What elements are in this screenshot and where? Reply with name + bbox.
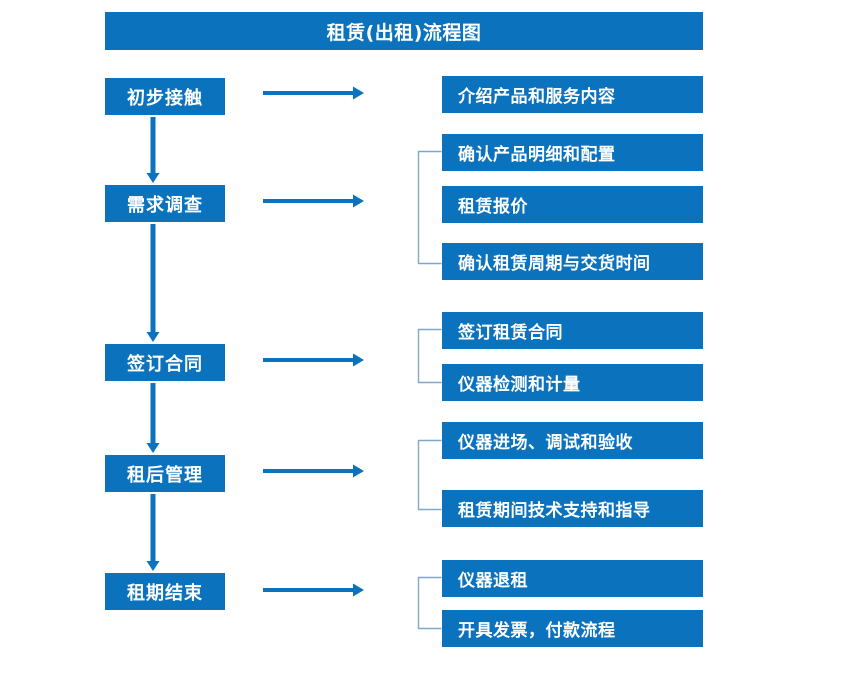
detail-introduce-product-service[interactable]: 介绍产品和服务内容 [442,76,703,113]
detail-instrument-test-metering[interactable]: 仪器检测和计量 [442,364,703,401]
stage-label: 租期结束 [127,582,203,604]
detail-instrument-return[interactable]: 仪器退租 [442,560,703,597]
vertical-arrow-icon [142,224,164,342]
stage-rental-end[interactable]: 租期结束 [105,573,225,610]
detail-instrument-entry-commissioning[interactable]: 仪器进场、调试和验收 [442,422,703,459]
grouping-bracket [417,439,442,511]
detail-label: 确认产品明细和配置 [458,145,616,165]
detail-label: 租赁报价 [458,197,528,217]
stage-sign-contract[interactable]: 签订合同 [105,344,225,381]
detail-sign-rental-contract[interactable]: 签订租赁合同 [442,312,703,349]
detail-rental-period-support[interactable]: 租赁期间技术支持和指导 [442,490,703,527]
stage-post-rental-management[interactable]: 租后管理 [105,455,225,492]
grouping-bracket [417,576,442,630]
grouping-bracket [417,328,442,384]
horizontal-arrow-icon [263,461,364,481]
detail-label: 签订租赁合同 [458,323,563,343]
horizontal-arrow-icon [263,191,364,211]
detail-label: 仪器退租 [458,571,528,591]
horizontal-arrow-icon [263,350,364,370]
detail-label: 开具发票，付款流程 [458,621,616,641]
stage-demand-survey[interactable]: 需求调查 [105,185,225,222]
detail-label: 确认租赁周期与交货时间 [458,254,651,274]
detail-label: 仪器检测和计量 [458,375,581,395]
horizontal-arrow-icon [263,580,364,600]
detail-confirm-period-delivery[interactable]: 确认租赁周期与交货时间 [442,243,703,280]
vertical-arrow-icon [142,494,164,571]
stage-label: 初步接触 [127,87,203,109]
vertical-arrow-icon [142,117,164,183]
detail-label: 仪器进场、调试和验收 [458,433,633,453]
detail-confirm-product-spec[interactable]: 确认产品明细和配置 [442,134,703,171]
detail-invoice-payment[interactable]: 开具发票，付款流程 [442,610,703,647]
horizontal-arrow-icon [263,83,364,103]
page-title: 租赁(出租)流程图 [105,12,703,50]
stage-label: 签订合同 [127,353,203,375]
detail-rental-quote[interactable]: 租赁报价 [442,186,703,223]
detail-label: 租赁期间技术支持和指导 [458,501,651,521]
stage-label: 需求调查 [127,194,203,216]
detail-label: 介绍产品和服务内容 [458,87,616,107]
vertical-arrow-icon [142,383,164,453]
stage-label: 租后管理 [127,464,203,486]
stage-initial-contact[interactable]: 初步接触 [105,78,225,115]
grouping-bracket [417,150,442,265]
